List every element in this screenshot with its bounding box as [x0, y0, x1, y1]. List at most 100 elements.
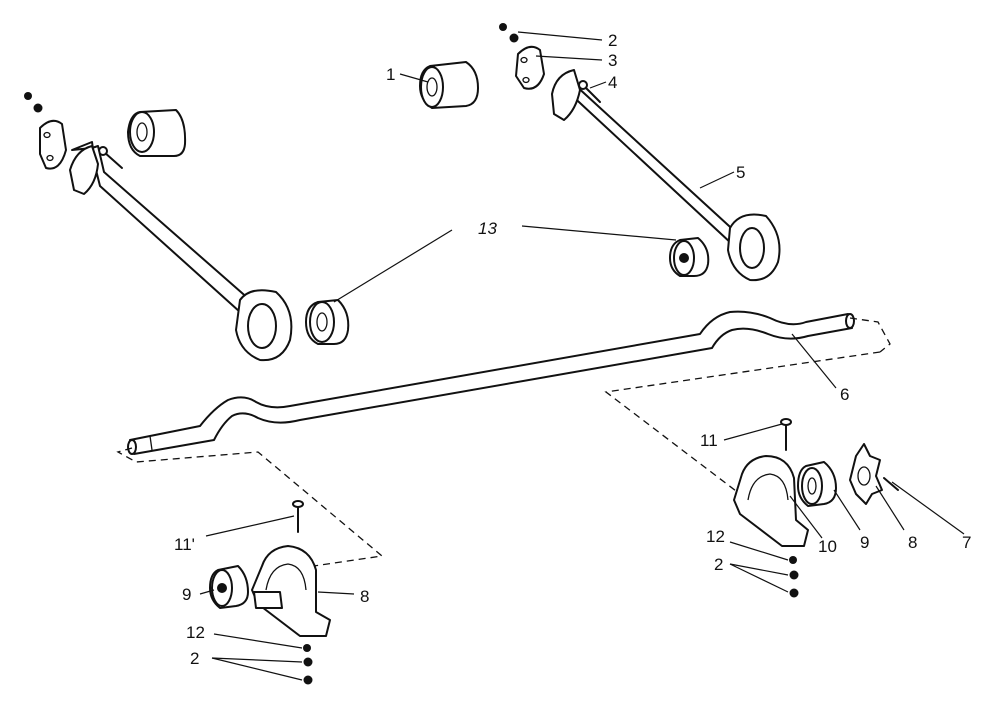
left-clamp-half — [39, 119, 67, 170]
leader-11b — [205, 515, 295, 537]
right-link-upper-eye — [551, 69, 581, 121]
left-clamp-hole-1 — [43, 131, 51, 139]
label-7: 7 — [962, 533, 971, 552]
right-assembly-guide — [604, 317, 891, 495]
bushing-13-left-bore — [316, 312, 328, 332]
bar-end-left-detail — [149, 435, 153, 451]
right-mount-assembly — [733, 418, 899, 598]
right-mount-bracket-arch — [747, 473, 789, 501]
right-mount-bracket — [733, 455, 809, 547]
bushing-1-end — [420, 66, 444, 108]
bushing-13-right-bore — [679, 253, 689, 263]
right-link-arm — [565, 83, 741, 245]
leader-4 — [589, 81, 607, 89]
stabilizer-bar-end-left — [127, 439, 137, 455]
right-nut-top — [499, 23, 507, 31]
right-mount-bushing-face — [801, 467, 823, 505]
leader-3 — [535, 55, 603, 61]
left-bushing-bore — [136, 122, 148, 142]
left-clamp-hole-2 — [46, 154, 54, 162]
right-nut-2a — [789, 570, 799, 580]
label-8-left: 8 — [360, 587, 369, 606]
left-nut-2b — [303, 675, 313, 685]
label-1: 1 — [386, 65, 395, 84]
label-9-left: 9 — [182, 585, 191, 604]
right-nut-2b — [789, 588, 799, 598]
label-10: 10 — [818, 537, 837, 556]
label-5: 5 — [736, 163, 745, 182]
leader-13-left — [333, 229, 453, 303]
right-mount-clamp — [849, 443, 883, 505]
label-2-top: 2 — [608, 31, 617, 50]
leader-12a — [729, 541, 789, 561]
label-2-right: 2 — [714, 555, 723, 574]
leader-2c-2 — [211, 657, 303, 681]
label-12-right: 12 — [706, 527, 725, 546]
leader-7 — [891, 481, 965, 535]
leader-2b-2 — [729, 563, 789, 593]
leader-10 — [789, 495, 823, 539]
right-mount-clamp-hole — [857, 466, 871, 486]
leader-5 — [699, 171, 735, 189]
center-bushing-part-1 — [419, 61, 479, 109]
leader-lines — [199, 31, 965, 681]
part-labels: 1 2 3 4 5 6 13 11 12 2 10 9 8 7 11' 9 8 … — [174, 31, 971, 668]
label-4: 4 — [608, 73, 617, 92]
left-mount-foot — [253, 591, 283, 609]
eye-bushings-13 — [305, 237, 710, 345]
bushing-1-bore — [426, 77, 438, 97]
leader-11a — [723, 423, 783, 441]
left-mount-assembly — [209, 500, 331, 685]
left-mount-bracket-arch — [265, 563, 307, 591]
left-bolt-shank — [103, 151, 123, 169]
right-nut-12 — [789, 556, 797, 564]
label-6: 6 — [840, 385, 849, 404]
right-link-eye-hole — [739, 227, 765, 269]
label-11-left: 11' — [174, 535, 195, 554]
left-nut-lower — [33, 103, 43, 113]
right-mount-bolt-head — [780, 418, 792, 426]
leader-13-right — [521, 225, 677, 241]
right-bolt-shank — [583, 85, 601, 103]
leader-8b — [317, 591, 355, 595]
leader-2b-1 — [729, 563, 789, 576]
right-mount-bushing-bore — [807, 477, 817, 495]
left-link-eye-hole — [247, 303, 277, 349]
stabilizer-bar — [127, 310, 855, 455]
left-mount-bracket — [251, 545, 331, 637]
label-9-right: 9 — [860, 533, 869, 552]
leader-2c-1 — [211, 657, 303, 663]
right-clamp-hole-2 — [522, 76, 530, 84]
leader-2a — [517, 31, 603, 41]
bushing-13-left-face — [309, 301, 335, 343]
leader-1 — [399, 73, 429, 83]
left-assembly-guide — [116, 447, 384, 569]
label-2-left: 2 — [190, 649, 199, 668]
left-nut-top — [24, 92, 32, 100]
label-12-left: 12 — [186, 623, 205, 642]
label-13: 13 — [478, 219, 497, 238]
left-nut-12 — [303, 644, 311, 652]
leader-12b — [213, 633, 303, 649]
leader-9a — [833, 489, 861, 531]
right-clamp-half — [515, 45, 545, 90]
right-nut-lower — [509, 33, 519, 43]
left-nut-2a — [303, 657, 313, 667]
left-mount-bolt-head — [292, 500, 304, 508]
label-8-right: 8 — [908, 533, 917, 552]
left-bushing-end — [129, 111, 155, 153]
left-mount-bushing-bore — [217, 583, 227, 593]
label-11-right: 11 — [700, 431, 718, 450]
leader-6 — [791, 333, 837, 389]
label-3: 3 — [608, 51, 617, 70]
left-link-arm — [71, 141, 251, 313]
right-link-assembly — [499, 23, 781, 282]
stabilizer-bar-end-right — [845, 313, 855, 329]
leader-8a — [875, 485, 905, 531]
right-mount-bolt-7 — [883, 477, 899, 491]
left-link-assembly — [24, 92, 293, 362]
right-clamp-hole-1 — [520, 56, 528, 64]
leader-9b — [199, 589, 215, 595]
left-link-upper-eye — [69, 145, 99, 195]
